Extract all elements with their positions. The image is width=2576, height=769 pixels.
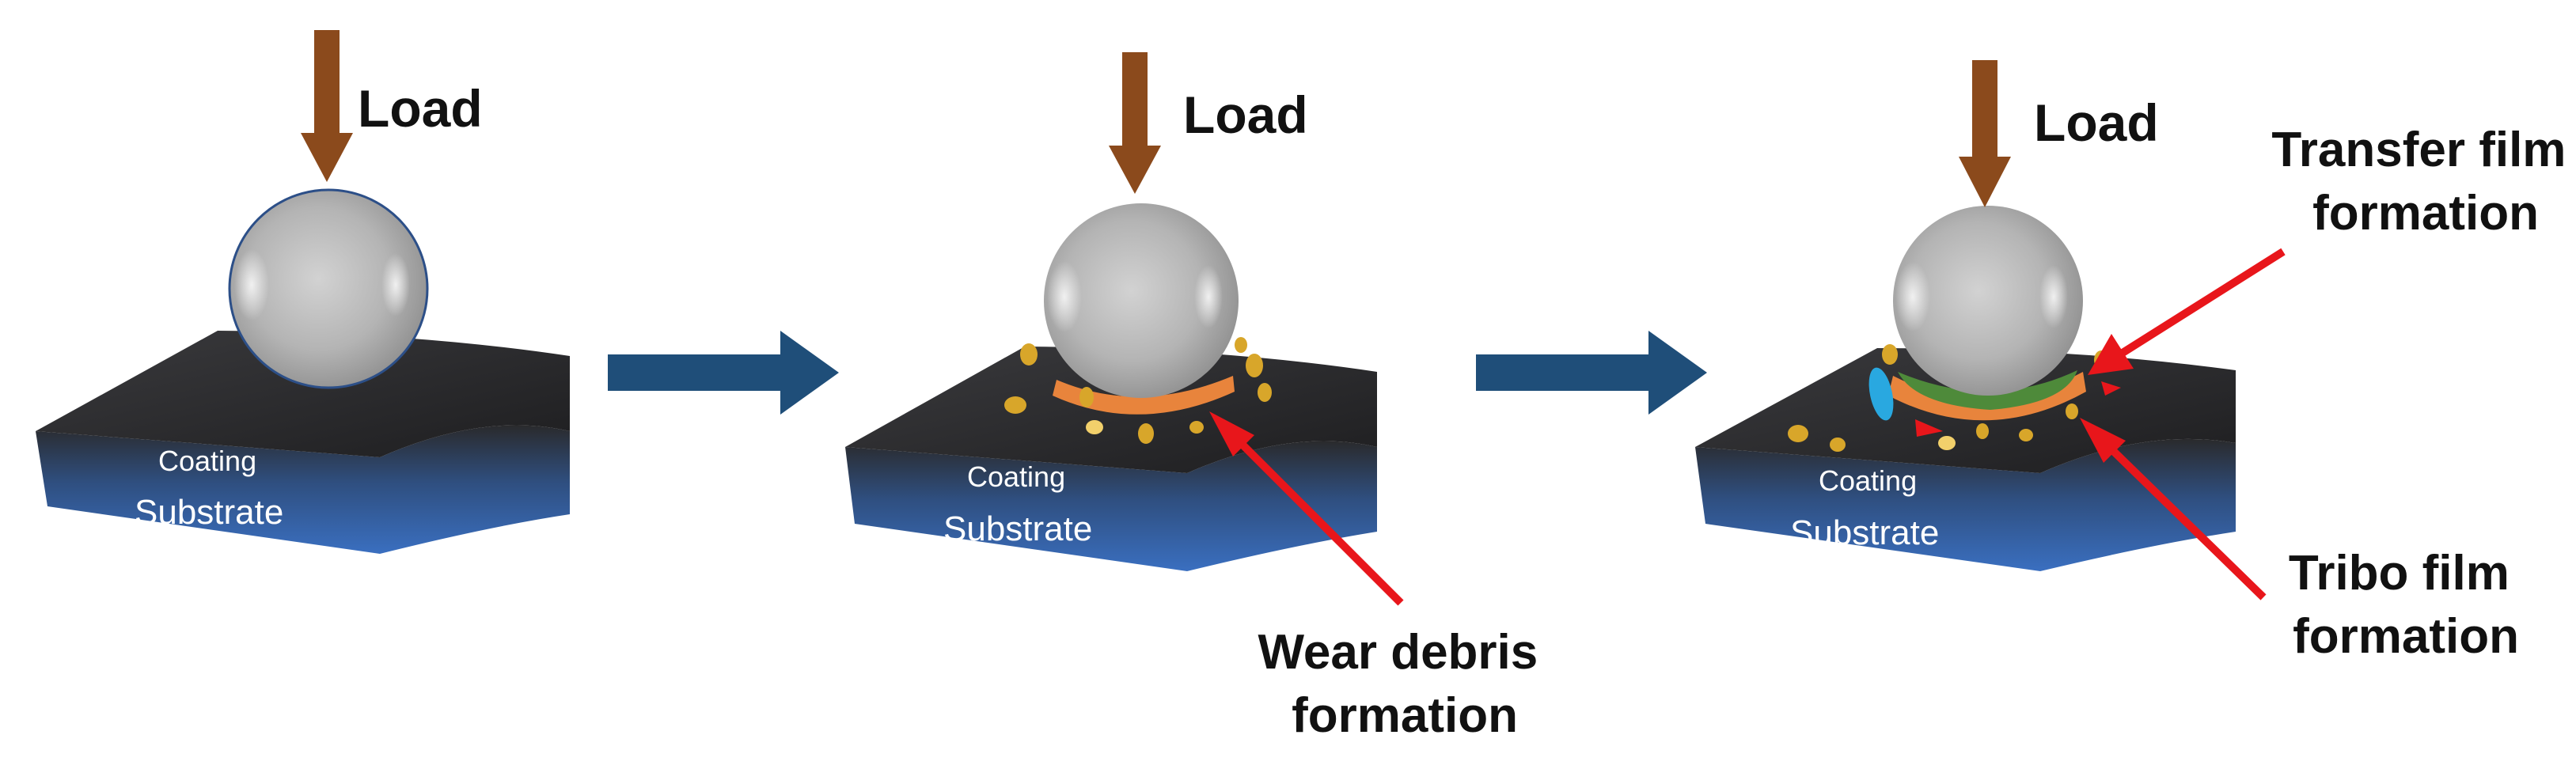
load-arrow [301, 30, 353, 182]
load-label: Load [1183, 85, 1308, 144]
load-label: Load [2034, 93, 2159, 152]
wear-ring [1053, 376, 1235, 415]
block-front [1695, 438, 2236, 571]
coating-label: Coating [1819, 464, 1917, 497]
debris-particle [2066, 403, 2078, 419]
ball [228, 188, 429, 389]
transfer-film-pointer [2088, 248, 2286, 375]
debris-particle [1246, 354, 1263, 377]
substrate-label: Substrate [943, 510, 1092, 548]
load-label: Load [358, 79, 483, 138]
stage-2: Coating Substrate Load [845, 52, 1551, 743]
coating-label: Coating [158, 445, 256, 477]
debris-particle [1138, 423, 1154, 444]
process-arrow-2 [1476, 331, 1707, 415]
substrate-label: Substrate [135, 493, 283, 532]
debris-particle [1882, 344, 1898, 365]
debris-particle [1938, 436, 1956, 450]
transfer-film-line1: Transfer film [2271, 123, 2566, 177]
wear-debris-label: Wear debris formation [1258, 625, 1551, 743]
debris-particle [1079, 387, 1094, 407]
wear-debris-pointer [1209, 411, 1404, 606]
red-debris-particle [2101, 381, 2121, 396]
ball [1044, 203, 1239, 398]
substrate-label: Substrate [1790, 513, 1939, 552]
transfer-film [1898, 370, 2077, 410]
tribo-film-label: Tribo film formation [2289, 546, 2523, 664]
wear-debris-line2: formation [1292, 688, 1518, 743]
debris-particle [1020, 343, 1038, 366]
debris-particle [1004, 396, 1026, 414]
transfer-film-label: Transfer film formation [2271, 123, 2576, 241]
stage-3: Coating Substrate Load [1695, 60, 2576, 664]
block-front [36, 425, 570, 554]
coating-label: Coating [967, 460, 1065, 493]
debris-particle [1788, 425, 1808, 442]
block-front [845, 441, 1377, 571]
stage-1: Coating Substrate Load [36, 30, 570, 554]
debris-particle [1189, 421, 1204, 434]
process-arrow-1 [608, 331, 839, 415]
debris-particle [1235, 337, 1247, 353]
load-arrow [1959, 60, 2011, 207]
debris-particle [2019, 429, 2033, 441]
debris-particle [1086, 420, 1103, 434]
tribo-film-line2: formation [2293, 609, 2519, 664]
debris-particle [1976, 423, 1989, 439]
wear-debris-line1: Wear debris [1258, 625, 1538, 680]
wear-ring [1888, 372, 2086, 421]
ball [1893, 206, 2083, 396]
coating-top [36, 331, 570, 457]
load-arrow [1109, 52, 1161, 194]
debris-particle [1258, 383, 1272, 402]
tribo-film-line1: Tribo film [2289, 546, 2510, 600]
debris-particle [1830, 438, 1846, 452]
tribo-film-pointer [2080, 418, 2267, 600]
red-debris-particle [1915, 419, 1943, 437]
substrate-block: Coating Substrate [36, 331, 570, 554]
blue-debris-particle [1868, 367, 1894, 421]
transfer-film-line2: formation [2312, 186, 2539, 241]
